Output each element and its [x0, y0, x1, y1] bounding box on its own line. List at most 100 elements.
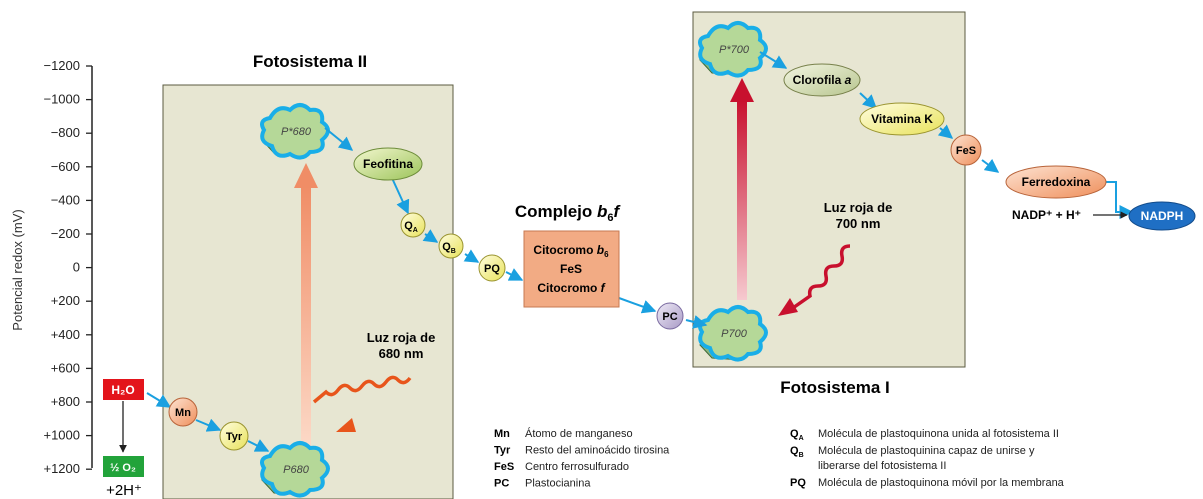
p700-star-reaction-center: P*700 — [698, 21, 768, 78]
water-box: H₂O — [103, 379, 144, 400]
cytochrome-b6f-complex: Complejo b6f Citocromo b6 FeS Citocromo … — [515, 202, 622, 308]
legend-key: Tyr — [494, 445, 511, 457]
fes-ps1-node: FeS — [950, 134, 982, 166]
axis-tick-label: −800 — [51, 125, 80, 140]
b6f-title-f: f — [614, 202, 622, 221]
legend-key: Mn — [494, 428, 510, 440]
legend-desc: Átomo de manganeso — [525, 427, 633, 440]
tyr-label: Tyr — [226, 431, 243, 443]
tyr-node: Tyr — [219, 421, 249, 451]
axis-tick-label: −600 — [51, 159, 80, 174]
feofitina-label: Feofitina — [363, 157, 413, 171]
nadph-node: NADPH — [1128, 201, 1196, 231]
axis-tick-label: −1000 — [43, 92, 80, 107]
pq-node: PQ — [478, 254, 506, 282]
qa-node: QA — [400, 212, 426, 238]
ps1-light-line1: Luz roja de — [824, 200, 893, 215]
qb-label: Q — [442, 241, 451, 253]
p680-star-reaction-center: P*680 — [260, 103, 330, 160]
legend-desc: Plastocianina — [525, 478, 591, 490]
p680-label: P680 — [283, 464, 310, 476]
legend-key: QB — [790, 445, 804, 459]
legend-key: PC — [494, 478, 509, 490]
clorofila-a-node: Clorofila a — [783, 63, 861, 97]
svg-text:Citocromo b6: Citocromo b6 — [533, 243, 609, 259]
p700-star-label: P*700 — [719, 44, 750, 56]
clorofila-a: a — [845, 73, 852, 87]
feofitina-node: Feofitina — [353, 147, 423, 181]
ps2-excitation-arrow — [294, 163, 318, 446]
protons-label: +2H⁺ — [106, 482, 142, 499]
b6f-line1-sub: 6 — [604, 250, 609, 259]
oxygen-box: ½ O₂ — [103, 456, 144, 477]
ps2-title: Fotosistema II — [253, 52, 367, 71]
legend-desc: Resto del aminoácido tirosina — [525, 445, 670, 457]
ps1-excitation-arrow — [730, 78, 754, 300]
axis-tick-label: +600 — [51, 360, 80, 375]
svg-text:Complejo b6f: Complejo b6f — [515, 202, 622, 224]
ps1-light-line2: 700 nm — [836, 216, 881, 231]
qb-sub: B — [451, 248, 456, 255]
b6f-line3-f: f — [601, 281, 606, 295]
vitamina-k-label: Vitamina K — [871, 112, 933, 126]
ps1-title: Fotosistema I — [780, 378, 890, 397]
pq-label: PQ — [484, 263, 500, 275]
legend-key: PQ — [790, 477, 806, 489]
qa-sub: A — [413, 227, 418, 234]
axis-label: Potencial redox (mV) — [10, 209, 25, 330]
ps2-photon — [312, 375, 412, 432]
legend-desc: Molécula de plastoquinina capaz de unirs… — [818, 445, 1035, 457]
qb-node: QB — [438, 233, 464, 259]
nadp-label: NADP⁺ + H⁺ — [1012, 208, 1081, 222]
svg-text:QB: QB — [442, 241, 456, 255]
pc-label: PC — [662, 311, 677, 323]
legend-desc: liberarse del fotosistema II — [818, 460, 946, 472]
nadph-label: NADPH — [1141, 209, 1184, 223]
axis-tick-label: 0 — [73, 260, 80, 275]
b6f-title: Complejo — [515, 202, 597, 221]
ps2-light-line1: Luz roja de — [367, 330, 436, 345]
qa-label: Q — [404, 220, 413, 232]
b6f-line1-b: b — [597, 243, 604, 257]
h2o-label: H₂O — [111, 383, 134, 397]
legend-key: FeS — [494, 461, 514, 473]
ps2-light-line2: 680 nm — [379, 346, 424, 361]
ferredoxina-node: Ferredoxina — [1005, 165, 1107, 199]
legend-desc: Centro ferrosulfurado — [525, 461, 629, 473]
mn-node: Mn — [168, 397, 198, 427]
axis-tick-label: −1200 — [43, 58, 80, 73]
b6f-title-b: b — [597, 202, 607, 221]
axis-tick-label: +800 — [51, 394, 80, 409]
p700-reaction-center: P700 — [698, 305, 768, 362]
legend-desc: Molécula de plastoquinona unida al fotos… — [818, 428, 1059, 440]
p700-label: P700 — [721, 328, 748, 340]
o2-label: ½ O₂ — [110, 462, 136, 474]
clorofila-label: Clorofila — [793, 73, 845, 87]
fes-label: FeS — [956, 145, 976, 157]
axis-tick-label: +200 — [51, 293, 80, 308]
svg-text:Clorofila a: Clorofila a — [793, 73, 852, 87]
legend-key: QA — [790, 428, 804, 442]
ps1-photon — [778, 244, 851, 316]
ferredoxina-label: Ferredoxina — [1022, 175, 1091, 189]
axis-tick-label: +400 — [51, 327, 80, 342]
legend-right: QA Molécula de plastoquinona unida al fot… — [790, 428, 1065, 489]
axis-tick-label: −400 — [51, 192, 80, 207]
b6f-line1: Citocromo — [533, 243, 596, 257]
b6f-line2: FeS — [560, 262, 582, 276]
legend-desc: Molécula de plastoquinona móvil por la m… — [818, 477, 1065, 489]
svg-text:QA: QA — [404, 220, 418, 234]
vitamina-k-node: Vitamina K — [859, 102, 945, 136]
axis-tick-label: −200 — [51, 226, 80, 241]
p680-reaction-center: P680 — [260, 441, 330, 498]
redox-axis: −1200 −1000 −800 −600 −400 −200 0 +200 +400 +600 +… — [10, 58, 93, 476]
p680-star-label: P*680 — [281, 126, 312, 138]
svg-text:Citocromo f: Citocromo f — [537, 281, 605, 295]
b6f-title-sub: 6 — [607, 212, 613, 224]
axis-tick-label: +1200 — [43, 461, 80, 476]
b6f-line3: Citocromo — [537, 281, 600, 295]
mn-label: Mn — [175, 407, 191, 419]
axis-tick-label: +1000 — [43, 428, 80, 443]
